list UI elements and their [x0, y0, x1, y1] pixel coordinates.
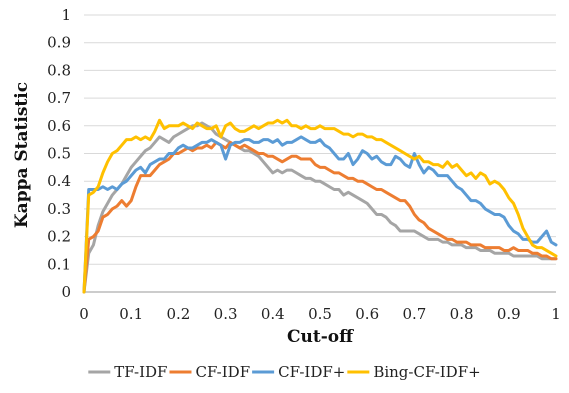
legend-item: CF-IDF+: [252, 363, 345, 381]
legend-label: Bing-CF-IDF+: [373, 363, 480, 381]
x-tick-label: 1: [551, 305, 561, 323]
legend-label: TF-IDF: [114, 363, 167, 381]
y-tick-label: 0.1: [47, 255, 71, 273]
x-tick-label: 0.6: [355, 305, 379, 323]
y-tick-label: 0.9: [47, 34, 71, 52]
y-axis-title: Kappa Statistic: [12, 82, 32, 228]
series-line-cf-idf: [82, 140, 558, 294]
y-tick-label: 0.7: [47, 89, 71, 107]
x-tick-label: 0.7: [402, 305, 426, 323]
x-tick-label: 0.3: [214, 305, 238, 323]
y-tick-label: 0.8: [47, 61, 71, 79]
y-tick-labels: 0 0.1 0.2 0.3 0.4 0.5 0.6 0.7 0.8 0.9 1: [47, 6, 71, 301]
series-line-cf-idf: [82, 135, 558, 294]
series-lines: [82, 118, 558, 294]
legend-label: CF-IDF+: [278, 363, 345, 381]
y-tick-label: 0: [61, 283, 71, 301]
x-tick-label: 0.9: [497, 305, 521, 323]
legend-item: Bing-CF-IDF+: [347, 363, 481, 381]
legend-item: TF-IDF: [88, 363, 167, 381]
x-axis-title: Cut-off: [287, 327, 354, 347]
legend-item: CF-IDF: [169, 363, 250, 381]
x-tick-label: 0: [79, 305, 89, 323]
legend: TF-IDF CF-IDF CF-IDF+ Bing-CF-IDF+: [88, 363, 481, 381]
y-tick-label: 0.3: [47, 200, 71, 218]
series-line-bing-cf-idf: [82, 118, 558, 294]
y-tick-label: 0.2: [47, 228, 71, 246]
y-tick-label: 1: [61, 6, 71, 24]
x-tick-label: 0.8: [450, 305, 474, 323]
series-line-tf-idf: [82, 121, 558, 294]
x-tick-label: 0.2: [166, 305, 190, 323]
x-tick-label: 0.4: [261, 305, 285, 323]
y-tick-label: 0.5: [47, 145, 71, 163]
x-tick-label: 0.1: [119, 305, 143, 323]
y-tick-label: 0.6: [47, 117, 71, 135]
legend-label: CF-IDF: [195, 363, 250, 381]
x-tick-label: 0.5: [308, 305, 332, 323]
y-tick-label: 0.4: [47, 172, 71, 190]
x-tick-labels: 0 0.1 0.2 0.3 0.4 0.5 0.6 0.7 0.8 0.9 1: [79, 305, 561, 323]
